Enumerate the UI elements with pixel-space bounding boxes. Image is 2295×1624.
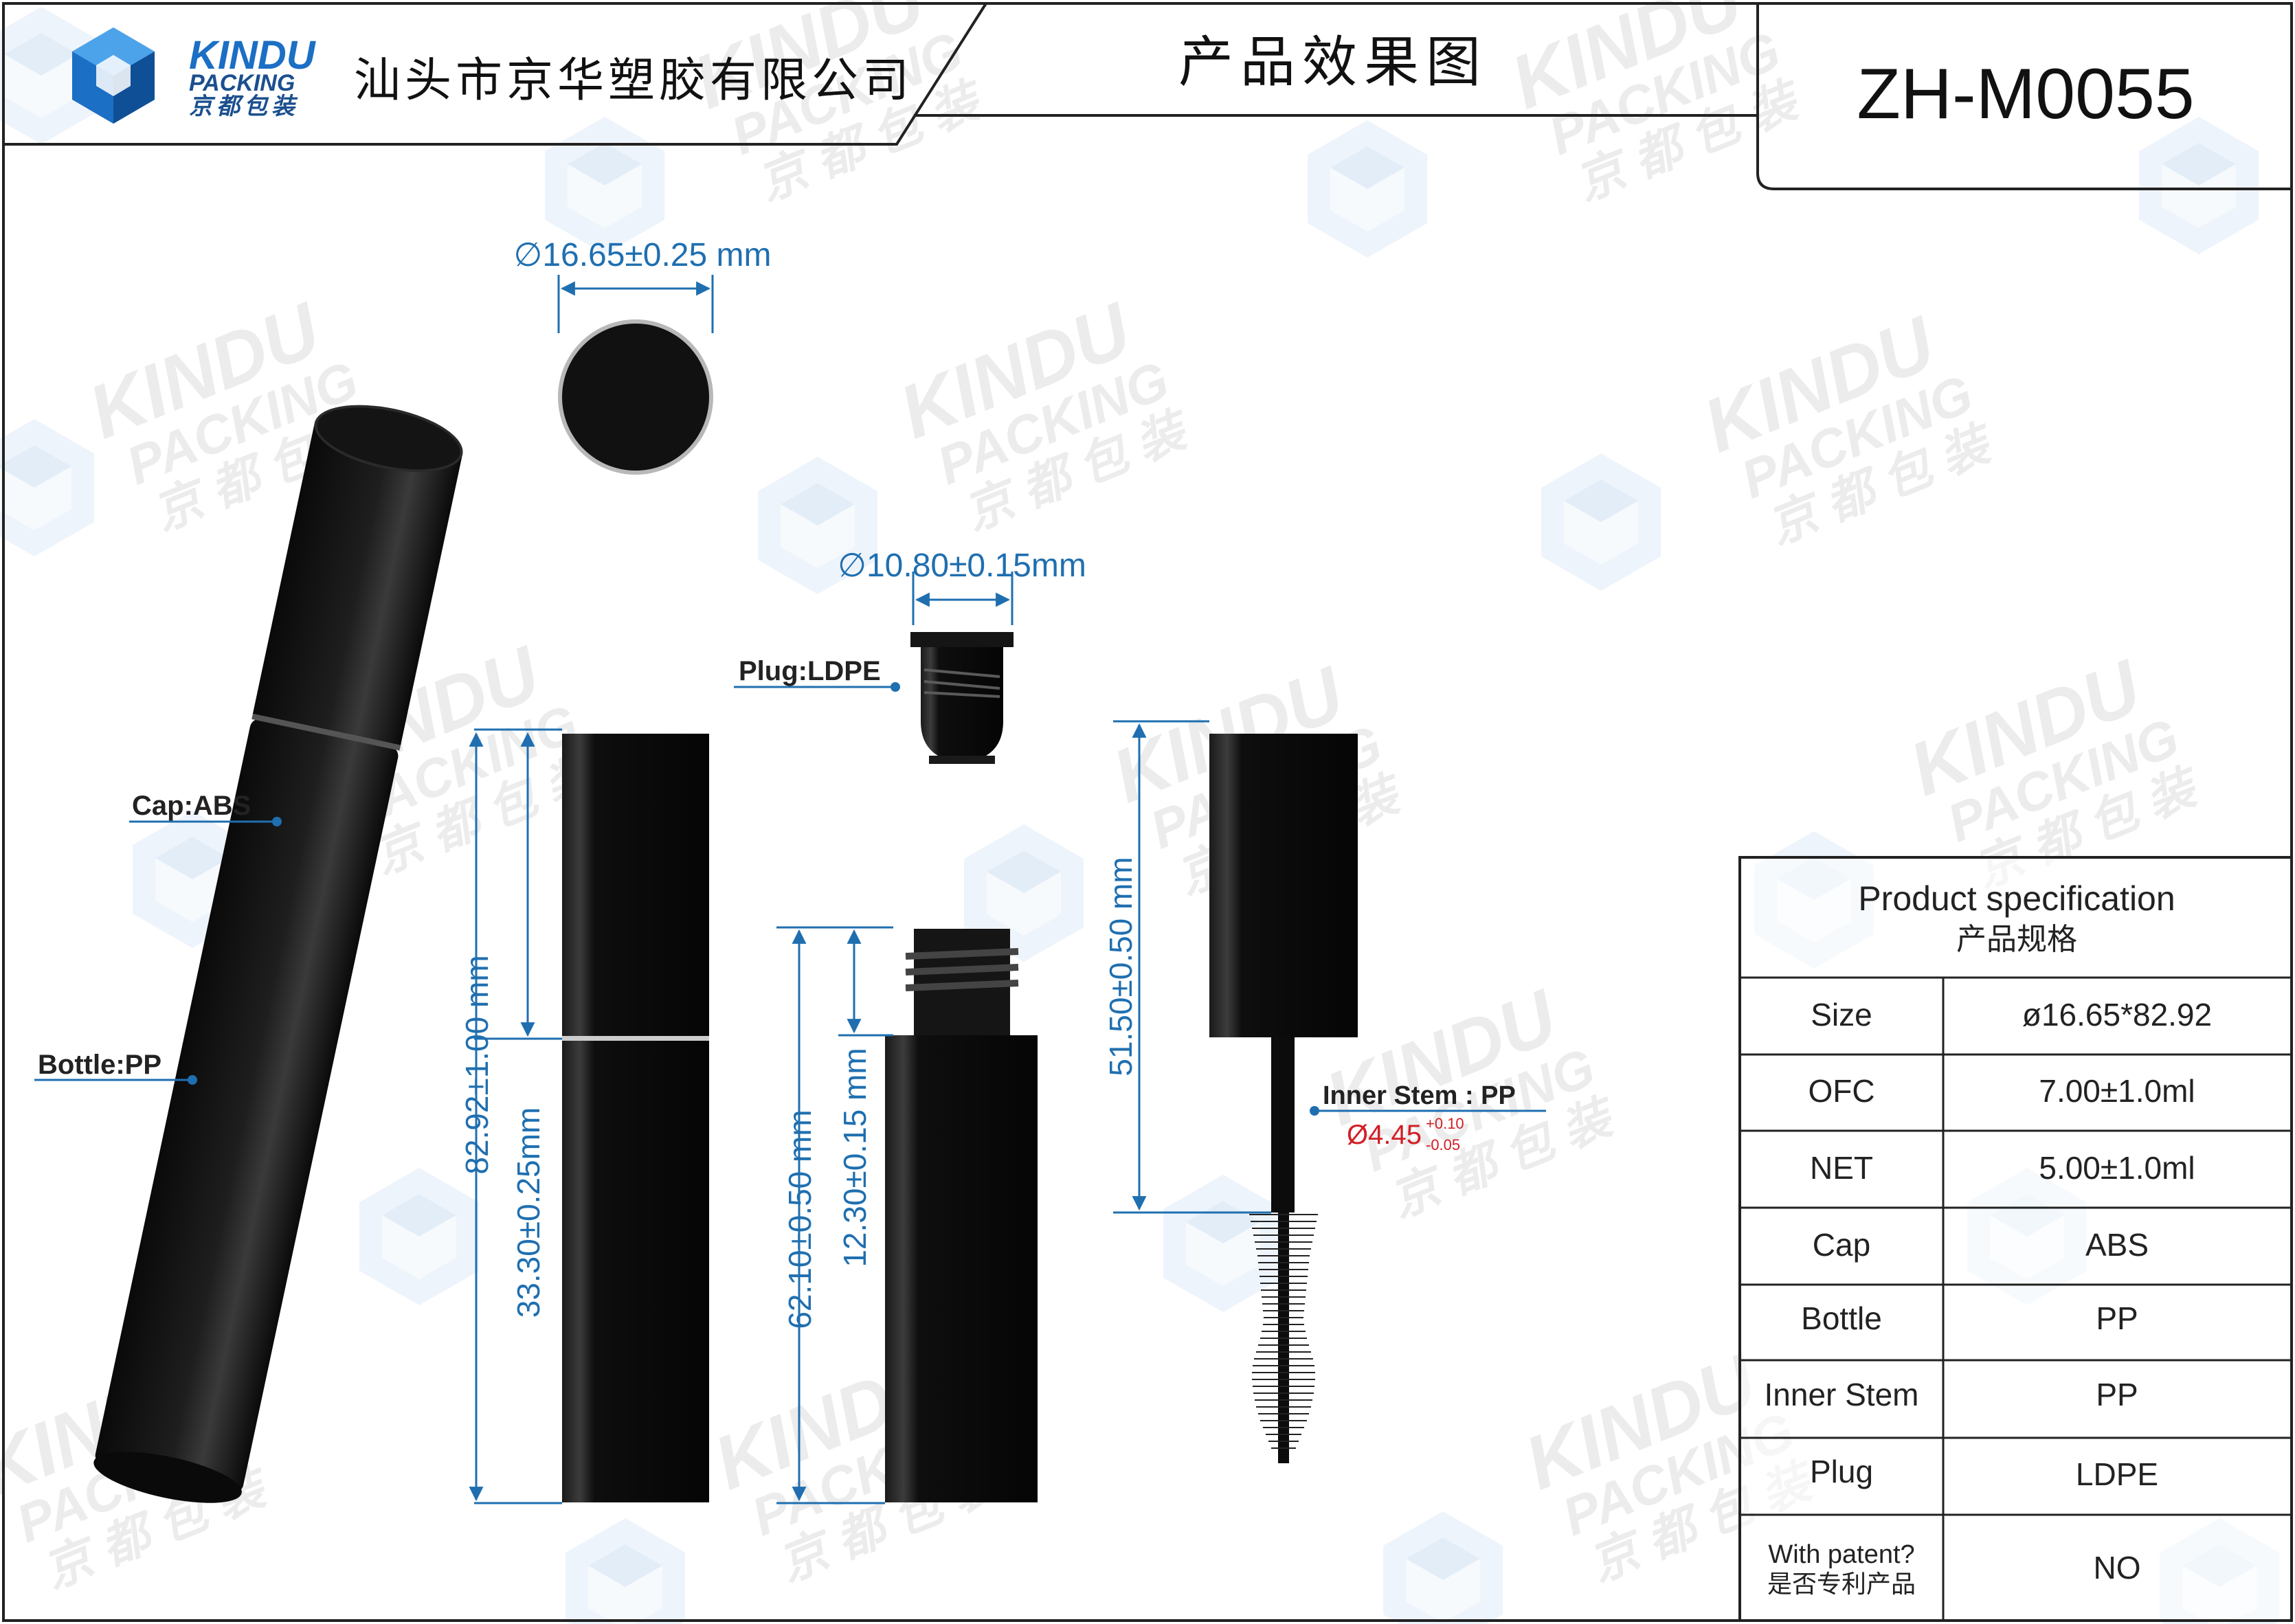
tilted-product	[93, 405, 463, 1503]
watermark-logo-icon	[545, 117, 664, 254]
stem-tolerance-upper: +0.10	[1426, 1115, 1464, 1132]
spec-label: Inner Stem	[1765, 1377, 1919, 1412]
page-title: 产品效果图	[1178, 30, 1488, 94]
brush-core	[1278, 1209, 1289, 1463]
spec-label: NET	[1810, 1150, 1873, 1186]
plug-flange	[910, 632, 1014, 647]
plug-body	[921, 647, 1003, 756]
stem-length-label: 51.50±0.50 mm	[1103, 857, 1139, 1076]
spec-value: LDPE	[2076, 1456, 2158, 1492]
tilted-cap	[252, 421, 463, 745]
spec-title-en: Product specification	[1858, 879, 2175, 918]
stem-diameter-label: Ø4.45	[1347, 1120, 1422, 1150]
cap-with-brush: 51.50±0.50 mm Inner Stem : PP Ø4.45 +0.1…	[1103, 720, 1546, 1463]
brush-bristles	[1249, 1214, 1318, 1449]
neck-height-label: 12.30±0.15 mm	[837, 1048, 873, 1267]
header: KINDU PACKING 京都包装 汕头市京华塑胶有限公司 产品效果图 ZH-…	[3, 2, 2292, 190]
stem-tolerance-lower: -0.05	[1426, 1136, 1460, 1153]
assembled-product: 82.92±1.00 mm 33.30±0.25mm	[459, 728, 709, 1504]
brand-name: KINDU	[189, 33, 317, 78]
brand-chinese: 京都包装	[189, 93, 299, 120]
cap-label: Cap:ABS	[132, 791, 251, 821]
tilted-bottle-joint	[251, 714, 401, 751]
brand-subtitle: PACKING	[189, 70, 295, 96]
spec-value: 5.00±1.0ml	[2039, 1150, 2195, 1186]
watermark-logo-icon	[1163, 1175, 1283, 1312]
spec-title-cn: 产品规格	[1956, 922, 2077, 957]
plug-ribs	[923, 668, 1000, 698]
spec-value: ø16.65*82.92	[2022, 997, 2212, 1033]
model-code: ZH-M0055	[1857, 54, 2194, 134]
bottle-label: Bottle:PP	[38, 1050, 161, 1080]
watermark-logo-icon	[2139, 117, 2259, 254]
cap-callout: Cap:ABS	[129, 791, 282, 826]
watermark-logo-icon	[1383, 1511, 1503, 1624]
watermark-logo-icon	[566, 1518, 685, 1624]
watermark-logo-icon	[0, 419, 94, 556]
assembled-joint	[562, 1036, 709, 1041]
spec-value: 7.00±1.0ml	[2039, 1073, 2195, 1109]
plug-diameter-label: ∅10.80±0.15mm	[838, 548, 1086, 584]
watermark-text: KINDU PACKING 京 都 包 装	[682, 0, 993, 210]
top-view: ∅16.65±0.25 mm	[514, 237, 772, 475]
total-height-label: 82.92±1.00 mm	[459, 955, 495, 1174]
bottle-callout: Bottle:PP	[34, 1050, 197, 1085]
bottle-part: 62.10±0.50 mm 12.30±0.15 mm	[776, 926, 1038, 1504]
spec-label: Plug	[1810, 1454, 1873, 1489]
plug-part: ∅10.80±0.15mm Plug:LDPE	[734, 548, 1086, 764]
top-diameter-label: ∅16.65±0.25 mm	[514, 237, 772, 273]
spec-table: Product specification 产品规格 Size ø16.65*8…	[1738, 856, 2293, 1622]
spec-value: PP	[2096, 1300, 2138, 1336]
watermark-text: KINDU PACKING 京 都 包 装	[888, 286, 1199, 541]
bottle-body	[885, 1035, 1038, 1502]
spec-value: ABS	[2085, 1227, 2149, 1263]
header-model-box	[1756, 3, 2292, 190]
watermark-logo-icon	[1541, 453, 1661, 591]
spec-label: Size	[1811, 997, 1872, 1033]
company-name: 汕头市京华塑胶有限公司	[354, 54, 913, 108]
bottle-height-label: 62.10±0.50 mm	[782, 1109, 818, 1329]
watermark-logo-icon	[1308, 120, 1427, 258]
tilted-bottle	[95, 719, 399, 1493]
inner-stem	[1271, 1037, 1295, 1213]
bottle-thread	[905, 948, 1019, 991]
kindu-logo-icon	[72, 27, 155, 124]
cap-body	[1209, 734, 1358, 1037]
spec-label: Bottle	[1801, 1300, 1882, 1336]
assembled-cap	[562, 734, 709, 1036]
watermark-text: KINDU PACKING 京 都 包 装	[1692, 300, 2003, 554]
cap-top-circle	[562, 324, 709, 471]
spec-label: OFC	[1808, 1073, 1874, 1109]
spec-value: PP	[2096, 1377, 2138, 1412]
spec-patent-label-en: With patent?	[1768, 1540, 1914, 1569]
spec-label: Cap	[1813, 1227, 1870, 1263]
header-company-divider	[3, 2, 987, 146]
spec-patent-value: NO	[2094, 1550, 2141, 1586]
cap-height-label: 33.30±0.25mm	[511, 1107, 546, 1318]
watermark-logo-icon	[359, 1168, 479, 1305]
plug-label: Plug:LDPE	[739, 656, 881, 686]
spec-patent-label-cn: 是否专利产品	[1767, 1570, 1916, 1599]
inner-stem-label: Inner Stem : PP	[1323, 1081, 1516, 1110]
assembled-bottle	[562, 1041, 709, 1502]
